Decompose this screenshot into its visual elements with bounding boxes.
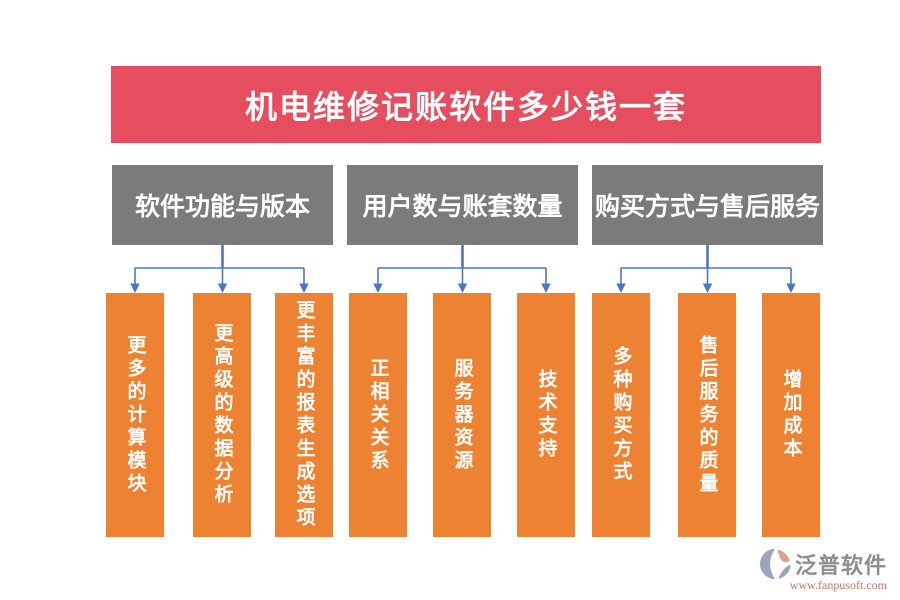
leaf-bar-data-analysis: 更高级的数据分析 xyxy=(193,293,251,537)
title-banner: 机电维修记账软件多少钱一套 xyxy=(111,66,821,143)
leaf-bar-label: 更高级的数据分析 xyxy=(211,323,233,507)
leaf-bar-cost-increase: 增加成本 xyxy=(762,293,820,537)
connector-group-3 xyxy=(616,245,796,293)
leaf-bar-report-options: 更丰富的报表生成选项 xyxy=(275,293,333,537)
leaf-bar-tech-support: 技术支持 xyxy=(517,293,575,537)
leaf-bar-purchase-methods: 多种购买方式 xyxy=(592,293,650,537)
footer-logo: 泛普软件 www.fanpusoft.com xyxy=(759,548,887,593)
leaf-bar-label: 技术支持 xyxy=(535,369,557,461)
branch-header-label: 购买方式与售后服务 xyxy=(594,194,820,221)
connector-group-1 xyxy=(130,245,309,293)
branch-header-label: 软件功能与版本 xyxy=(134,194,310,221)
leaf-bar-positive-correlation: 正相关关系 xyxy=(349,293,407,537)
leaf-bar-label: 正相关关系 xyxy=(367,357,389,473)
leaf-bar-label: 多种购买方式 xyxy=(610,346,632,484)
leaf-bar-server-resources: 服务器资源 xyxy=(433,293,491,537)
brand-url: www.fanpusoft.com xyxy=(789,578,887,592)
connector-group-2 xyxy=(373,245,551,293)
branch-header-users-accounts: 用户数与账套数量 xyxy=(347,165,578,245)
leaf-bar-label: 更丰富的报表生成选项 xyxy=(293,300,315,530)
brand-name: 泛普软件 xyxy=(794,553,887,578)
leaf-bar-label: 服务器资源 xyxy=(451,357,473,473)
leaf-bar-calc-modules: 更多的计算模块 xyxy=(106,293,164,537)
leaf-bar-label: 更多的计算模块 xyxy=(124,334,146,496)
branch-header-label: 用户数与账套数量 xyxy=(362,194,563,221)
leaf-bar-label: 售后服务的质量 xyxy=(696,334,718,496)
branch-header-software-features: 软件功能与版本 xyxy=(112,165,333,245)
leaf-bar-service-quality: 售后服务的质量 xyxy=(678,293,736,537)
page-title: 机电维修记账软件多少钱一套 xyxy=(244,88,687,125)
fanpu-logo-icon xyxy=(759,548,791,580)
leaf-bar-label: 增加成本 xyxy=(780,369,802,461)
branch-header-purchase-service: 购买方式与售后服务 xyxy=(592,165,823,245)
